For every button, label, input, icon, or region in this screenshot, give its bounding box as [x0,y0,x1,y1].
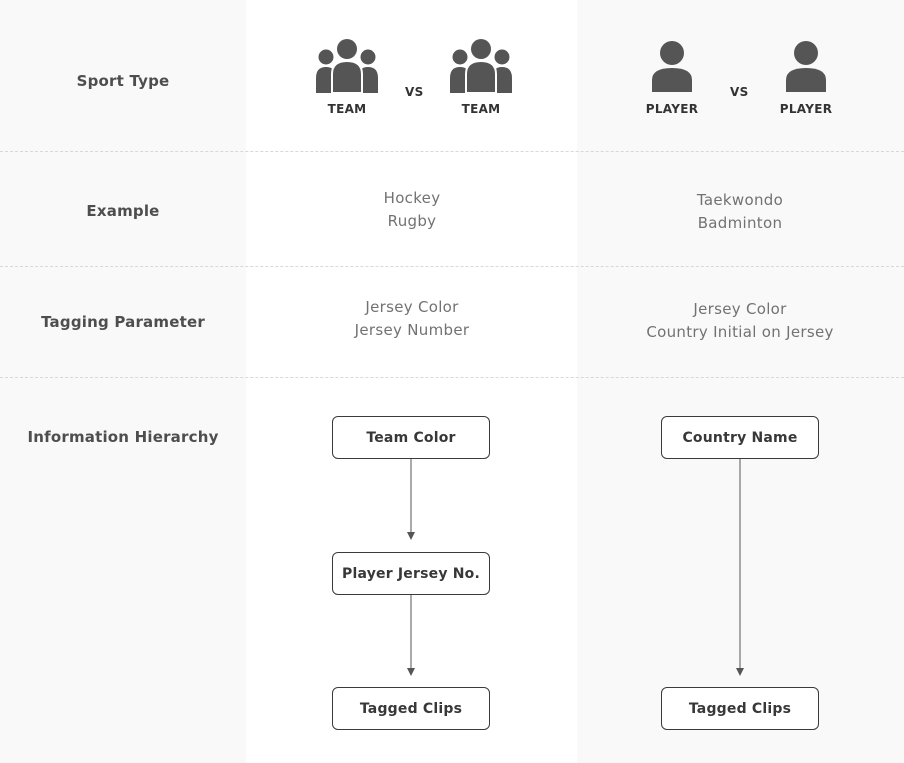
row-divider [0,151,904,152]
player-examples: Taekwondo Badminton [620,189,860,235]
group-icon [450,39,512,94]
group-icon [316,39,378,94]
player-icon-right: PLAYER [771,40,841,116]
row-divider [0,377,904,378]
team-parameters: Jersey Color Jersey Number [292,296,532,342]
team-node-tagged-clips: Tagged Clips [332,687,490,730]
team-icon-left-label: TEAM [327,102,367,116]
player-example-item: Taekwondo [696,191,784,209]
row-label-sport-type: Sport Type [76,72,170,90]
player-example-item: Badminton [697,214,783,232]
row-label-example: Example [86,202,160,220]
row-divider [0,266,904,267]
team-parameter-item: Jersey Number [354,321,470,339]
player-parameter-item: Jersey Color [693,300,787,318]
row-label-tagging-parameter: Tagging Parameter [41,313,205,331]
player-vs-label: VS [730,85,749,99]
player-node-tagged-clips: Tagged Clips [661,687,819,730]
person-icon [786,41,826,92]
label-column-background [0,0,246,763]
team-node-team-color: Team Color [332,416,490,459]
player-node-country-name: Country Name [661,416,819,459]
player-icon-left: PLAYER [637,40,707,116]
player-parameters: Jersey Color Country Initial on Jersey [610,298,870,344]
team-examples: Hockey Rugby [312,187,512,233]
team-vs-label: VS [405,85,424,99]
team-node-player-jersey: Player Jersey No. [332,552,490,595]
row-label-information-hierarchy: Information Hierarchy [27,428,219,446]
team-example-item: Rugby [387,212,437,230]
person-icon [652,41,692,92]
team-parameter-item: Jersey Color [365,298,459,316]
player-parameter-item: Country Initial on Jersey [646,323,834,341]
team-example-item: Hockey [383,189,441,207]
team-icon-right-label: TEAM [461,102,501,116]
team-icon-right: TEAM [446,38,516,116]
team-icon-left: TEAM [312,38,382,116]
player-icon-left-label: PLAYER [645,102,699,116]
player-icon-right-label: PLAYER [779,102,833,116]
